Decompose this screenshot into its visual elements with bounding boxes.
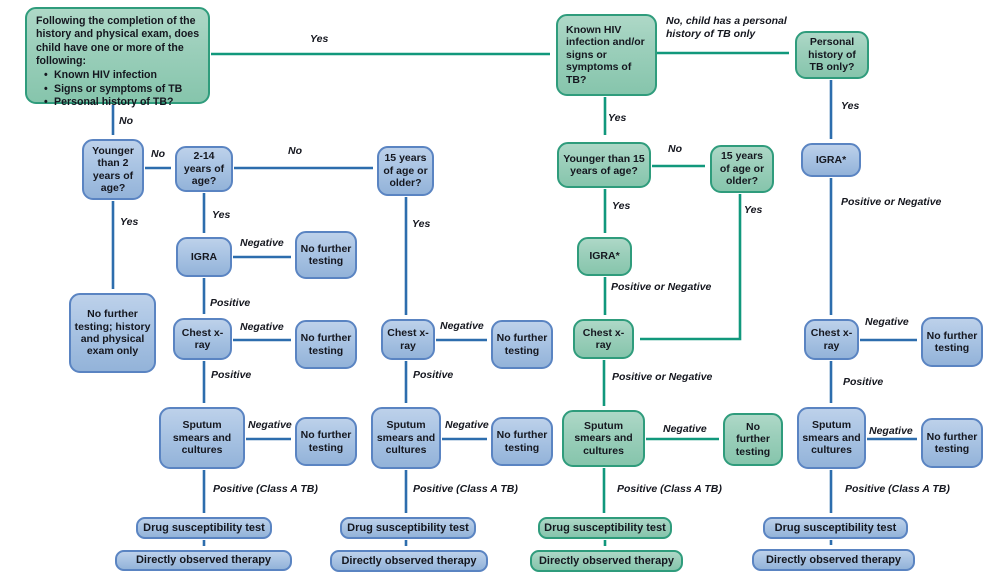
edge-label-no: No xyxy=(288,145,302,157)
node-known-hiv: Known HIV infection and/or signs or symp… xyxy=(556,14,657,96)
node-no-further-4: No further testing xyxy=(491,320,553,369)
edge-label-negative: Negative xyxy=(869,425,913,437)
node-start-question: Following the completion of the history … xyxy=(25,7,210,110)
edge-label-negative: Negative xyxy=(240,321,284,333)
node-no-further-5: No further testing xyxy=(491,417,553,466)
edge-label-pos-class-a: Positive (Class A TB) xyxy=(413,483,518,495)
start-bullet-list: Known HIV infection Signs or symptoms of… xyxy=(36,69,200,109)
edge-label-negative: Negative xyxy=(248,419,292,431)
node-no-further-green: No further testing xyxy=(723,413,783,466)
node-igra-right: IGRA* xyxy=(801,143,861,177)
node-no-further-6: No further testing xyxy=(921,317,983,367)
edge-label-no: No xyxy=(668,143,682,155)
edge-label-pos-or-neg: Positive or Negative xyxy=(841,196,942,208)
edge-label-positive: Positive xyxy=(210,297,251,309)
edge-label-pos-class-a: Positive (Class A TB) xyxy=(213,483,318,495)
edge-label-yes: Yes xyxy=(412,218,431,230)
start-bullet: Signs or symptoms of TB xyxy=(44,83,200,97)
node-no-further-1: No further testing xyxy=(295,231,357,279)
edge-label-negative: Negative xyxy=(240,237,284,249)
node-sputum-green: Sputum smears and cultures xyxy=(562,410,645,467)
edge-label-pos-or-neg: Positive or Negative xyxy=(611,281,712,293)
edge-label-yes: Yes xyxy=(841,100,860,112)
node-chest-xray-3: Chest x-ray xyxy=(381,319,435,360)
node-dot-3: Directly observed therapy xyxy=(330,550,488,572)
edge-label-pos-class-a: Positive (Class A TB) xyxy=(617,483,722,495)
node-sputum-3: Sputum smears and cultures xyxy=(371,407,441,469)
node-dot-2: Directly observed therapy xyxy=(115,550,292,571)
node-dst-3: Drug susceptibility test xyxy=(340,517,476,539)
node-chest-xray-right: Chest x-ray xyxy=(804,319,859,360)
edge-label-no-personal-only: No, child has a personal history of TB o… xyxy=(666,15,787,41)
edge-label-positive: Positive xyxy=(211,369,252,381)
edge-label-no: No xyxy=(119,115,133,127)
edge-label-negative: Negative xyxy=(440,320,484,332)
node-sputum-2: Sputum smears and cultures xyxy=(159,407,245,469)
node-dst-2: Drug susceptibility test xyxy=(136,517,272,539)
node-15-older-blue: 15 years of age or older? xyxy=(377,146,434,196)
node-igra-green: IGRA* xyxy=(577,237,632,276)
arrow-15older-green-yes xyxy=(640,194,742,341)
start-intro: Following the completion of the history … xyxy=(36,15,200,68)
node-igra-blue: IGRA xyxy=(176,237,232,277)
edge-label-negative: Negative xyxy=(445,419,489,431)
node-no-further-3: No further testing xyxy=(295,417,357,466)
node-dst-right: Drug susceptibility test xyxy=(763,517,908,539)
edge-label-positive: Positive xyxy=(843,376,884,388)
edge-label-no: No xyxy=(151,148,165,160)
node-dot-green: Directly observed therapy xyxy=(530,550,683,572)
edge-label-pos-or-neg: Positive or Negative xyxy=(612,371,713,383)
edge-label-yes: Yes xyxy=(612,200,631,212)
edge-label-negative: Negative xyxy=(663,423,707,435)
node-no-further-history: No further testing; history and physical… xyxy=(69,293,156,373)
node-dst-green: Drug susceptibility test xyxy=(538,517,672,539)
edge-label-yes: Yes xyxy=(310,33,329,45)
node-younger-2: Younger than 2 years of age? xyxy=(82,139,144,200)
edge-label-positive: Positive xyxy=(413,369,454,381)
node-personal-tb-only: Personal history of TB only? xyxy=(795,31,869,79)
node-15-older-green: 15 years of age or older? xyxy=(710,145,774,193)
start-bullet: Known HIV infection xyxy=(44,69,200,83)
node-2-14: 2-14 years of age? xyxy=(175,146,233,192)
edge-label-negative: Negative xyxy=(865,316,909,328)
node-no-further-2: No further testing xyxy=(295,320,357,369)
node-dot-right: Directly observed therapy xyxy=(752,549,915,571)
node-chest-xray-green: Chest x-ray xyxy=(573,319,634,359)
start-bullet: Personal history of TB? xyxy=(44,96,200,110)
edge-label-yes: Yes xyxy=(608,112,627,124)
node-chest-xray-2: Chest x-ray xyxy=(173,318,232,360)
node-sputum-right: Sputum smears and cultures xyxy=(797,407,866,469)
node-younger-15: Younger than 15 years of age? xyxy=(557,142,651,188)
edge-label-yes: Yes xyxy=(120,216,139,228)
node-no-further-7: No further testing xyxy=(921,418,983,468)
edge-label-yes: Yes xyxy=(744,204,763,216)
edge-label-yes: Yes xyxy=(212,209,231,221)
edge-label-pos-class-a: Positive (Class A TB) xyxy=(845,483,950,495)
